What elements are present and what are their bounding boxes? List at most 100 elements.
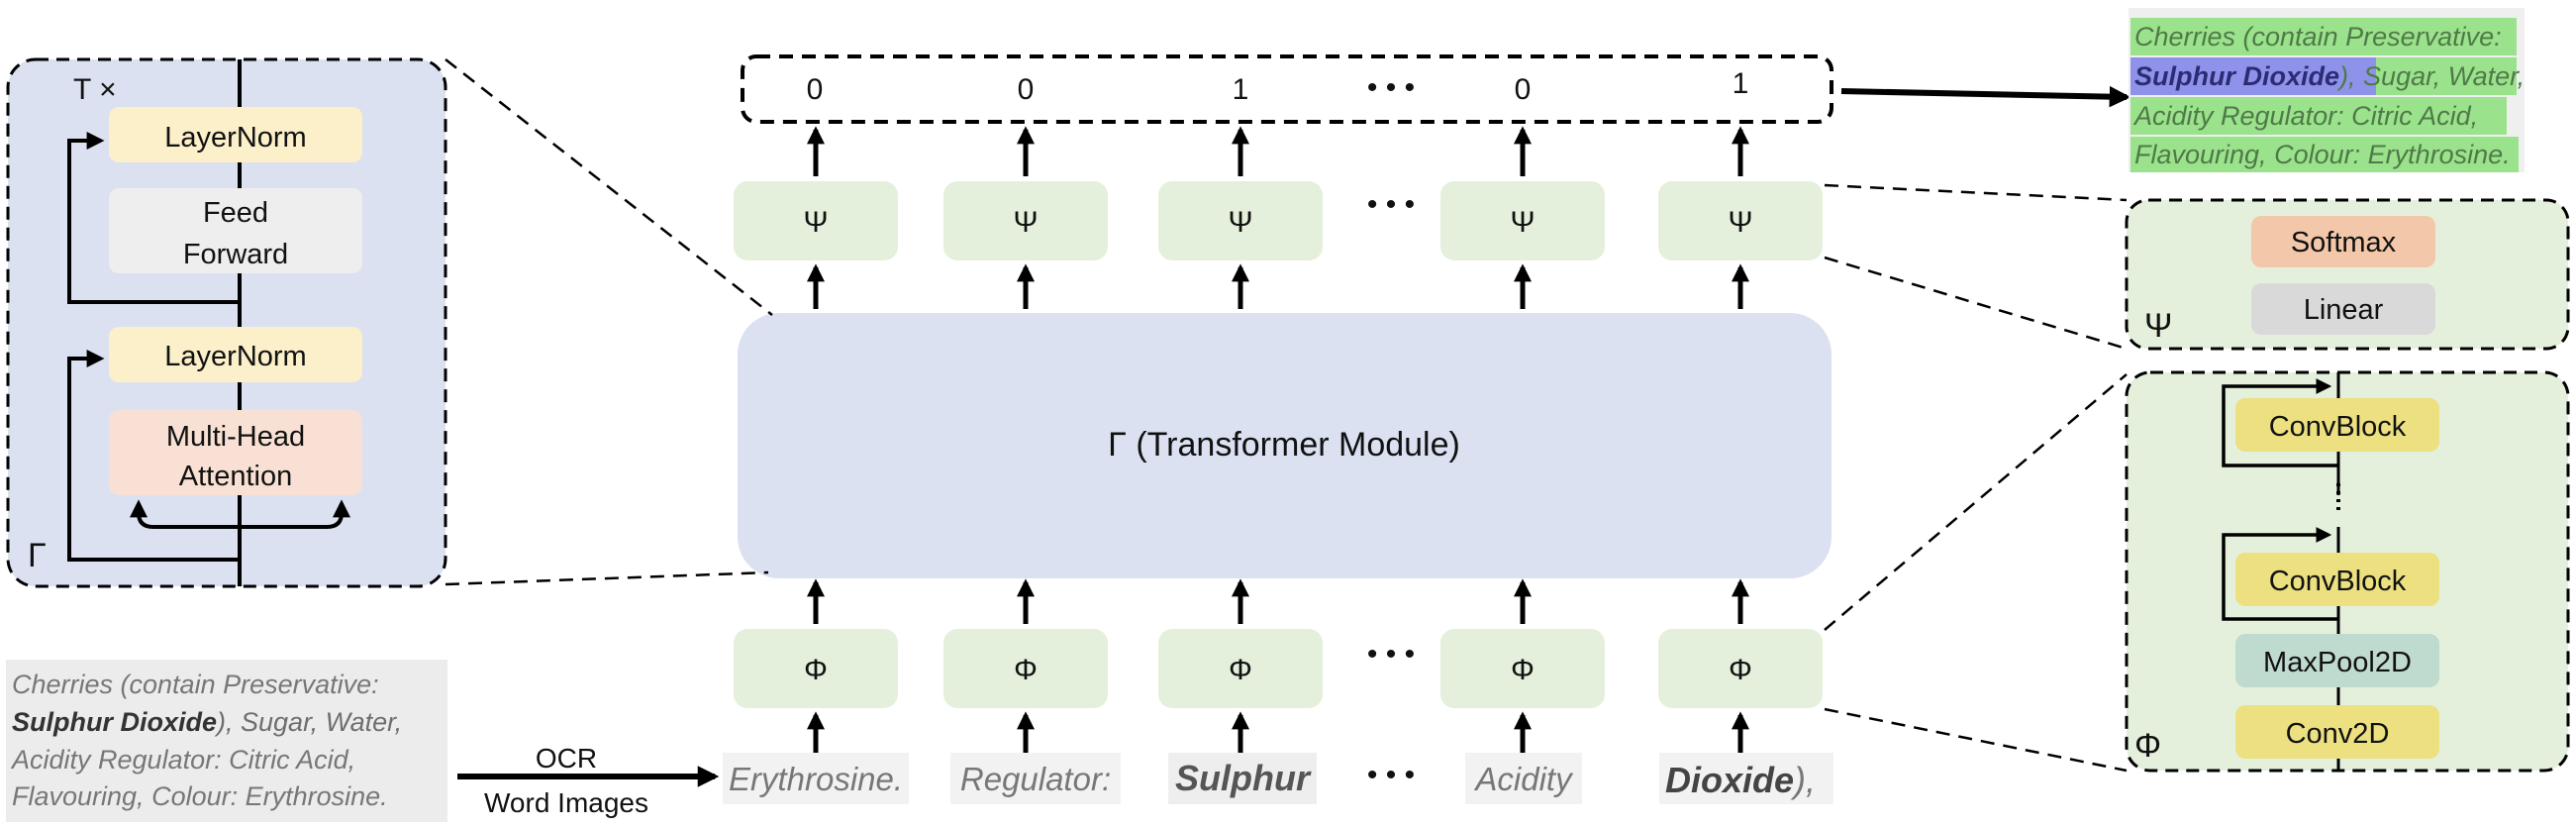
word-images-label: Word Images [484,787,648,818]
convblock-top-label: ConvBlock [2269,411,2407,443]
output-label-image: Cherries (contain Preservative: Sulphur … [2129,8,2525,172]
psi-label-5: Ψ [1728,206,1752,239]
softmax-label: Softmax [2291,227,2397,259]
word-image-1 [723,753,909,804]
multi-head-attention [109,410,362,495]
input-line-1: Cherries (contain Preservative: [12,670,379,699]
psi-box-1 [734,181,898,260]
zoom-line-transformer-bottom [445,570,769,586]
zoom-line-psi-bottom [1824,256,2128,351]
input-line-2-rest: ), Sugar, Water, [214,707,402,737]
phi-ellipsis: • • • [1367,638,1415,671]
transformer-detail-panel: T × LayerNorm Feed Forward LayerNorm Mul… [6,57,447,588]
psi-to-bits-arrows [807,126,1749,176]
psi-box-2 [943,181,1108,260]
output-bit-4: 0 [1515,73,1532,106]
word-images: Erythrosine. Regulator: Sulphur • • • Ac… [723,753,1833,804]
maxpool-label: MaxPool2D [2263,647,2412,678]
output-bits-box [741,54,1833,124]
feed-forward [109,188,362,273]
input-line-2-bold: Sulphur Dioxide [12,707,217,737]
maxpool-block [2235,634,2439,687]
phi-label-1: Φ [804,654,828,686]
ocr-label: OCR [536,743,597,774]
zoom-line-transformer-top [445,58,773,316]
output-line-4: Flavouring, Colour: Erythrosine. [2134,140,2511,169]
phi-label-5: Φ [1729,654,1752,686]
word-image-3 [1168,753,1317,804]
linear-label: Linear [2304,294,2384,326]
result-arrow [1840,85,2131,108]
output-line-2: Sulphur Dioxide), Sugar, Water, [2134,61,2525,91]
transformer-label: Γ (Transformer Module) [1108,426,1460,464]
convblock-bottom-label: ConvBlock [2269,566,2407,597]
psi-ellipsis: • • • [1367,188,1415,221]
attention-fan-left [130,499,240,529]
psi-detail-panel: Softmax Linear Ψ [2125,198,2570,351]
output-bit-2: 0 [1018,73,1035,106]
transformer-module [738,313,1832,578]
psi-label-3: Ψ [1228,206,1252,239]
zoom-line-phi-top [1824,373,2128,631]
word-1: Erythrosine. [729,761,903,797]
word-5: Dioxide), [1665,760,1816,800]
phi-label-4: Φ [1511,654,1535,686]
input-line-3: Acidity Regulator: Citric Acid, [10,745,355,775]
output-bit-5: 1 [1733,67,1749,100]
feed-forward-label-2: Forward [183,239,288,270]
phi-box-4 [1440,629,1605,708]
convblock-bottom [2235,553,2439,606]
phi-skip-bottom [2222,527,2338,621]
output-bit-1: 0 [807,73,824,106]
input-line-4: Flavouring, Colour: Erythrosine. [12,781,388,811]
sulphur-dioxide-highlight [2130,57,2376,95]
word-image-5 [1659,753,1833,804]
output-line-3: Acidity Regulator: Citric Acid, [2132,101,2478,131]
psi-box-5 [1658,181,1823,260]
word-image-4 [1465,753,1582,804]
words-to-phi-arrows [807,711,1749,757]
residual-loop-bottom [67,350,240,562]
phi-label-2: Φ [1014,654,1038,686]
residual-loop-top [67,132,240,304]
zoom-line-phi-bottom [1824,707,2128,773]
zoom-line-psi-top [1824,183,2128,202]
word-5-bold: Dioxide [1665,760,1794,800]
conv2d-label: Conv2D [2286,718,2390,750]
layernorm-top-label: LayerNorm [164,122,306,154]
gamma-label: Γ [28,537,47,574]
words-ellipsis: • • • [1367,759,1415,791]
phi-box-3 [1158,629,1323,708]
layernorm-top [109,107,362,162]
phi-to-transformer-arrows [807,578,1749,624]
mha-label-2: Attention [179,461,292,492]
output-ellipsis: • • • [1367,71,1415,104]
output-line-1: Cherries (contain Preservative: [2134,22,2502,52]
psi-label-1: Ψ [803,206,828,239]
word-2: Regulator: [960,761,1111,797]
psi-detail-symbol: Ψ [2144,307,2172,345]
psi-row: Ψ Ψ Ψ • • • Ψ Ψ [734,181,1823,260]
softmax-block [2251,216,2435,267]
layernorm-bottom-label: LayerNorm [164,341,306,372]
phi-skip-top [2222,378,2338,467]
output-line-2-rest: ), Sugar, Water, [2336,61,2525,91]
psi-label-4: Ψ [1510,206,1535,239]
input-label-image: Cherries (contain Preservative: Sulphur … [6,660,447,822]
psi-box-3 [1158,181,1323,260]
psi-label-2: Ψ [1013,206,1038,239]
output-word-dioxide: Dioxide [2243,61,2340,91]
layernorm-bottom [109,327,362,382]
psi-box-4 [1440,181,1605,260]
repeat-label: T × [73,73,117,106]
word-3: Sulphur [1175,758,1312,798]
phi-detail-panel: ConvBlock ConvBlock MaxPool2D Conv2D Φ [2125,370,2570,773]
word-5-suffix: ), [1790,760,1816,800]
convblock-top [2235,398,2439,452]
output-word-sulphur: Sulphur [2134,61,2236,91]
feed-forward-label-1: Feed [203,197,268,229]
attention-fan-right [240,499,350,529]
phi-detail-symbol: Φ [2134,727,2161,765]
conv2d-block [2235,705,2439,759]
